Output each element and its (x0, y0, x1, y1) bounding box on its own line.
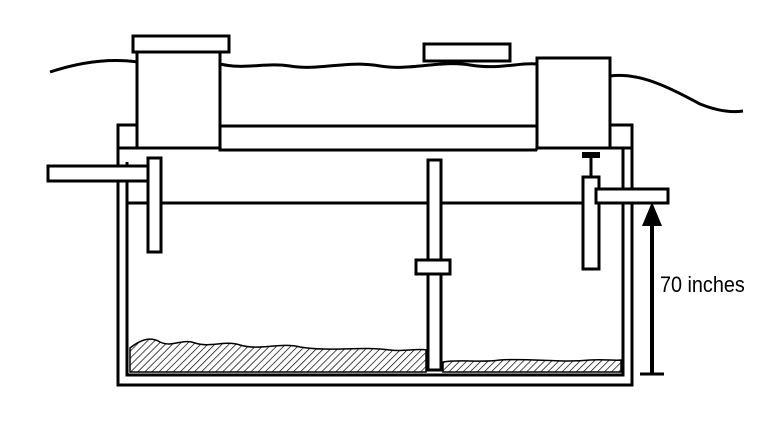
inlet-baffle (146, 156, 163, 254)
tank-outer-wall (116, 148, 634, 387)
outlet-valve-handle (582, 152, 600, 158)
baffle-coupling (414, 258, 452, 276)
left-riser-lid (131, 34, 231, 54)
ground-line-left (49, 59, 139, 74)
left-riser (135, 50, 222, 150)
center-cover (422, 42, 512, 63)
ground-line-middle (219, 62, 538, 69)
inlet-pipe (46, 164, 150, 183)
dimension-arrow-head (642, 202, 662, 226)
sludge-layer-right (442, 358, 622, 373)
dimension-label: 70 inches (660, 272, 745, 297)
center-access-chamber (218, 124, 551, 152)
right-riser (535, 56, 612, 150)
ground-line-right (609, 73, 744, 114)
tank-inner-wall (125, 148, 625, 377)
outlet-pipe (594, 187, 670, 205)
left-top-rim (116, 123, 140, 150)
right-top-rim (608, 123, 634, 150)
sludge-layer-left (129, 338, 427, 373)
